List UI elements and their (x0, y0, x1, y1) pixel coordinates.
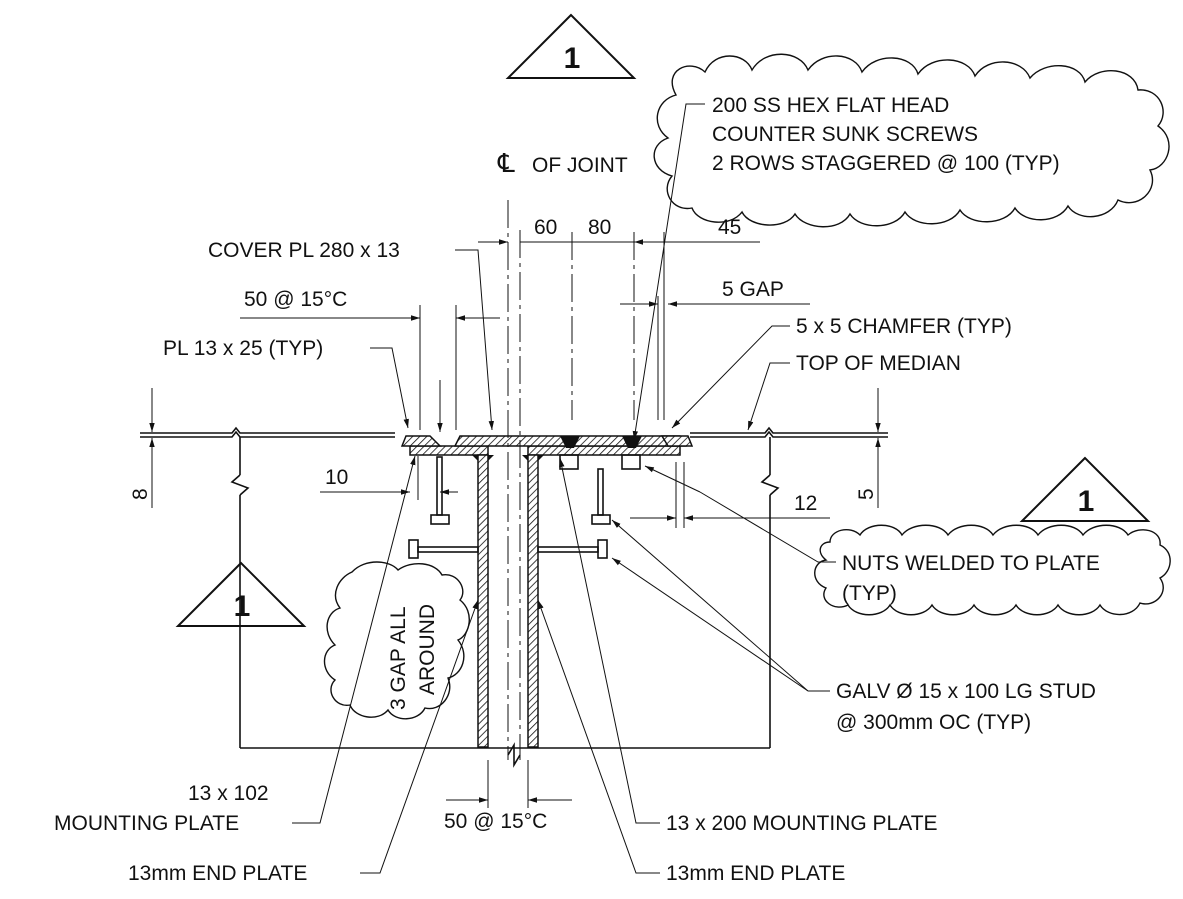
dim-80: 80 (588, 216, 611, 239)
dim-50-bottom: 50 @ 15°C (444, 810, 547, 833)
label-screws-line1: 200 SS HEX FLAT HEAD (712, 94, 949, 117)
revision-mark: 1 (1078, 485, 1095, 518)
dimension-5-gap: 5 GAP (620, 278, 810, 420)
label-end-plate-right: 13mm END PLATE (666, 862, 845, 885)
small-plate-right (660, 435, 694, 447)
label-gap-line1: 3 GAP ALL (387, 606, 410, 710)
label-top-of-median: TOP OF MEDIAN (796, 352, 961, 375)
dim-5: 5 (855, 488, 878, 500)
dimension-8: 8 (129, 388, 165, 508)
dim-45: 45 (718, 216, 741, 239)
small-plate-left (400, 435, 442, 447)
label-gap-line2: AROUND (416, 604, 439, 695)
nut (621, 454, 641, 470)
dimension-12: 12 (630, 462, 830, 528)
label-mounting-102-line2: MOUNTING PLATE (54, 812, 239, 835)
dim-12: 12 (794, 492, 817, 515)
studs (408, 454, 641, 559)
dim-60: 60 (534, 216, 557, 239)
label-screws-line3: 2 ROWS STAGGERED @ 100 (TYP) (712, 152, 1060, 175)
label-chamfer: 5 x 5 CHAMFER (TYP) (796, 315, 1012, 338)
dimension-50-bottom: 50 @ 15°C (444, 760, 572, 833)
left-end-plate (477, 454, 489, 748)
dim-5-gap: 5 GAP (722, 278, 784, 301)
revision-triangle-left: 1 (175, 561, 307, 627)
label-pl-13x25: PL 13 x 25 (TYP) (163, 337, 323, 360)
centerline-symbol: ℄ (497, 148, 515, 178)
concrete-outline (140, 426, 888, 749)
dimension-60-80-45: 60 80 45 (478, 216, 760, 420)
revision-mark: 1 (234, 590, 251, 623)
steel-plates (400, 435, 694, 748)
right-end-plate (527, 454, 539, 748)
dim-10: 10 (325, 466, 348, 489)
revision-cloud-nuts (814, 524, 1171, 616)
left-mounting-plate (409, 445, 489, 456)
label-nuts-welded-line1: NUTS WELDED TO PLATE (842, 552, 1100, 575)
label-mounting-200: 13 x 200 MOUNTING PLATE (666, 812, 938, 835)
label-end-plate-left: 13mm END PLATE (128, 862, 307, 885)
dim-50-top: 50 @ 15°C (244, 288, 347, 311)
revision-cloud-gap (323, 561, 470, 720)
dimension-50-top: 50 @ 15°C (240, 288, 500, 430)
label-screws-line2: COUNTER SUNK SCREWS (712, 123, 978, 146)
centerline-label: OF JOINT (532, 154, 628, 177)
right-mounting-plate (527, 445, 681, 456)
label-cover-plate: COVER PL 280 x 13 (208, 239, 400, 262)
label-nuts-welded-line2: (TYP) (842, 582, 897, 605)
revision-cloud-screws (653, 53, 1170, 228)
revision-triangle-top: 1 (505, 13, 637, 79)
dimension-10: 10 (320, 456, 458, 500)
dimension-5: 5 (855, 388, 881, 508)
revision-mark: 1 (564, 42, 581, 75)
label-galv-stud-line2: @ 300mm OC (TYP) (836, 711, 1031, 734)
nut (559, 454, 579, 470)
label-galv-stud-line1: GALV Ø 15 x 100 LG STUD (836, 680, 1096, 703)
revision-triangle-right: 1 (1019, 456, 1151, 522)
label-mounting-102-line1: 13 x 102 (188, 782, 269, 805)
dim-8: 8 (129, 488, 152, 500)
